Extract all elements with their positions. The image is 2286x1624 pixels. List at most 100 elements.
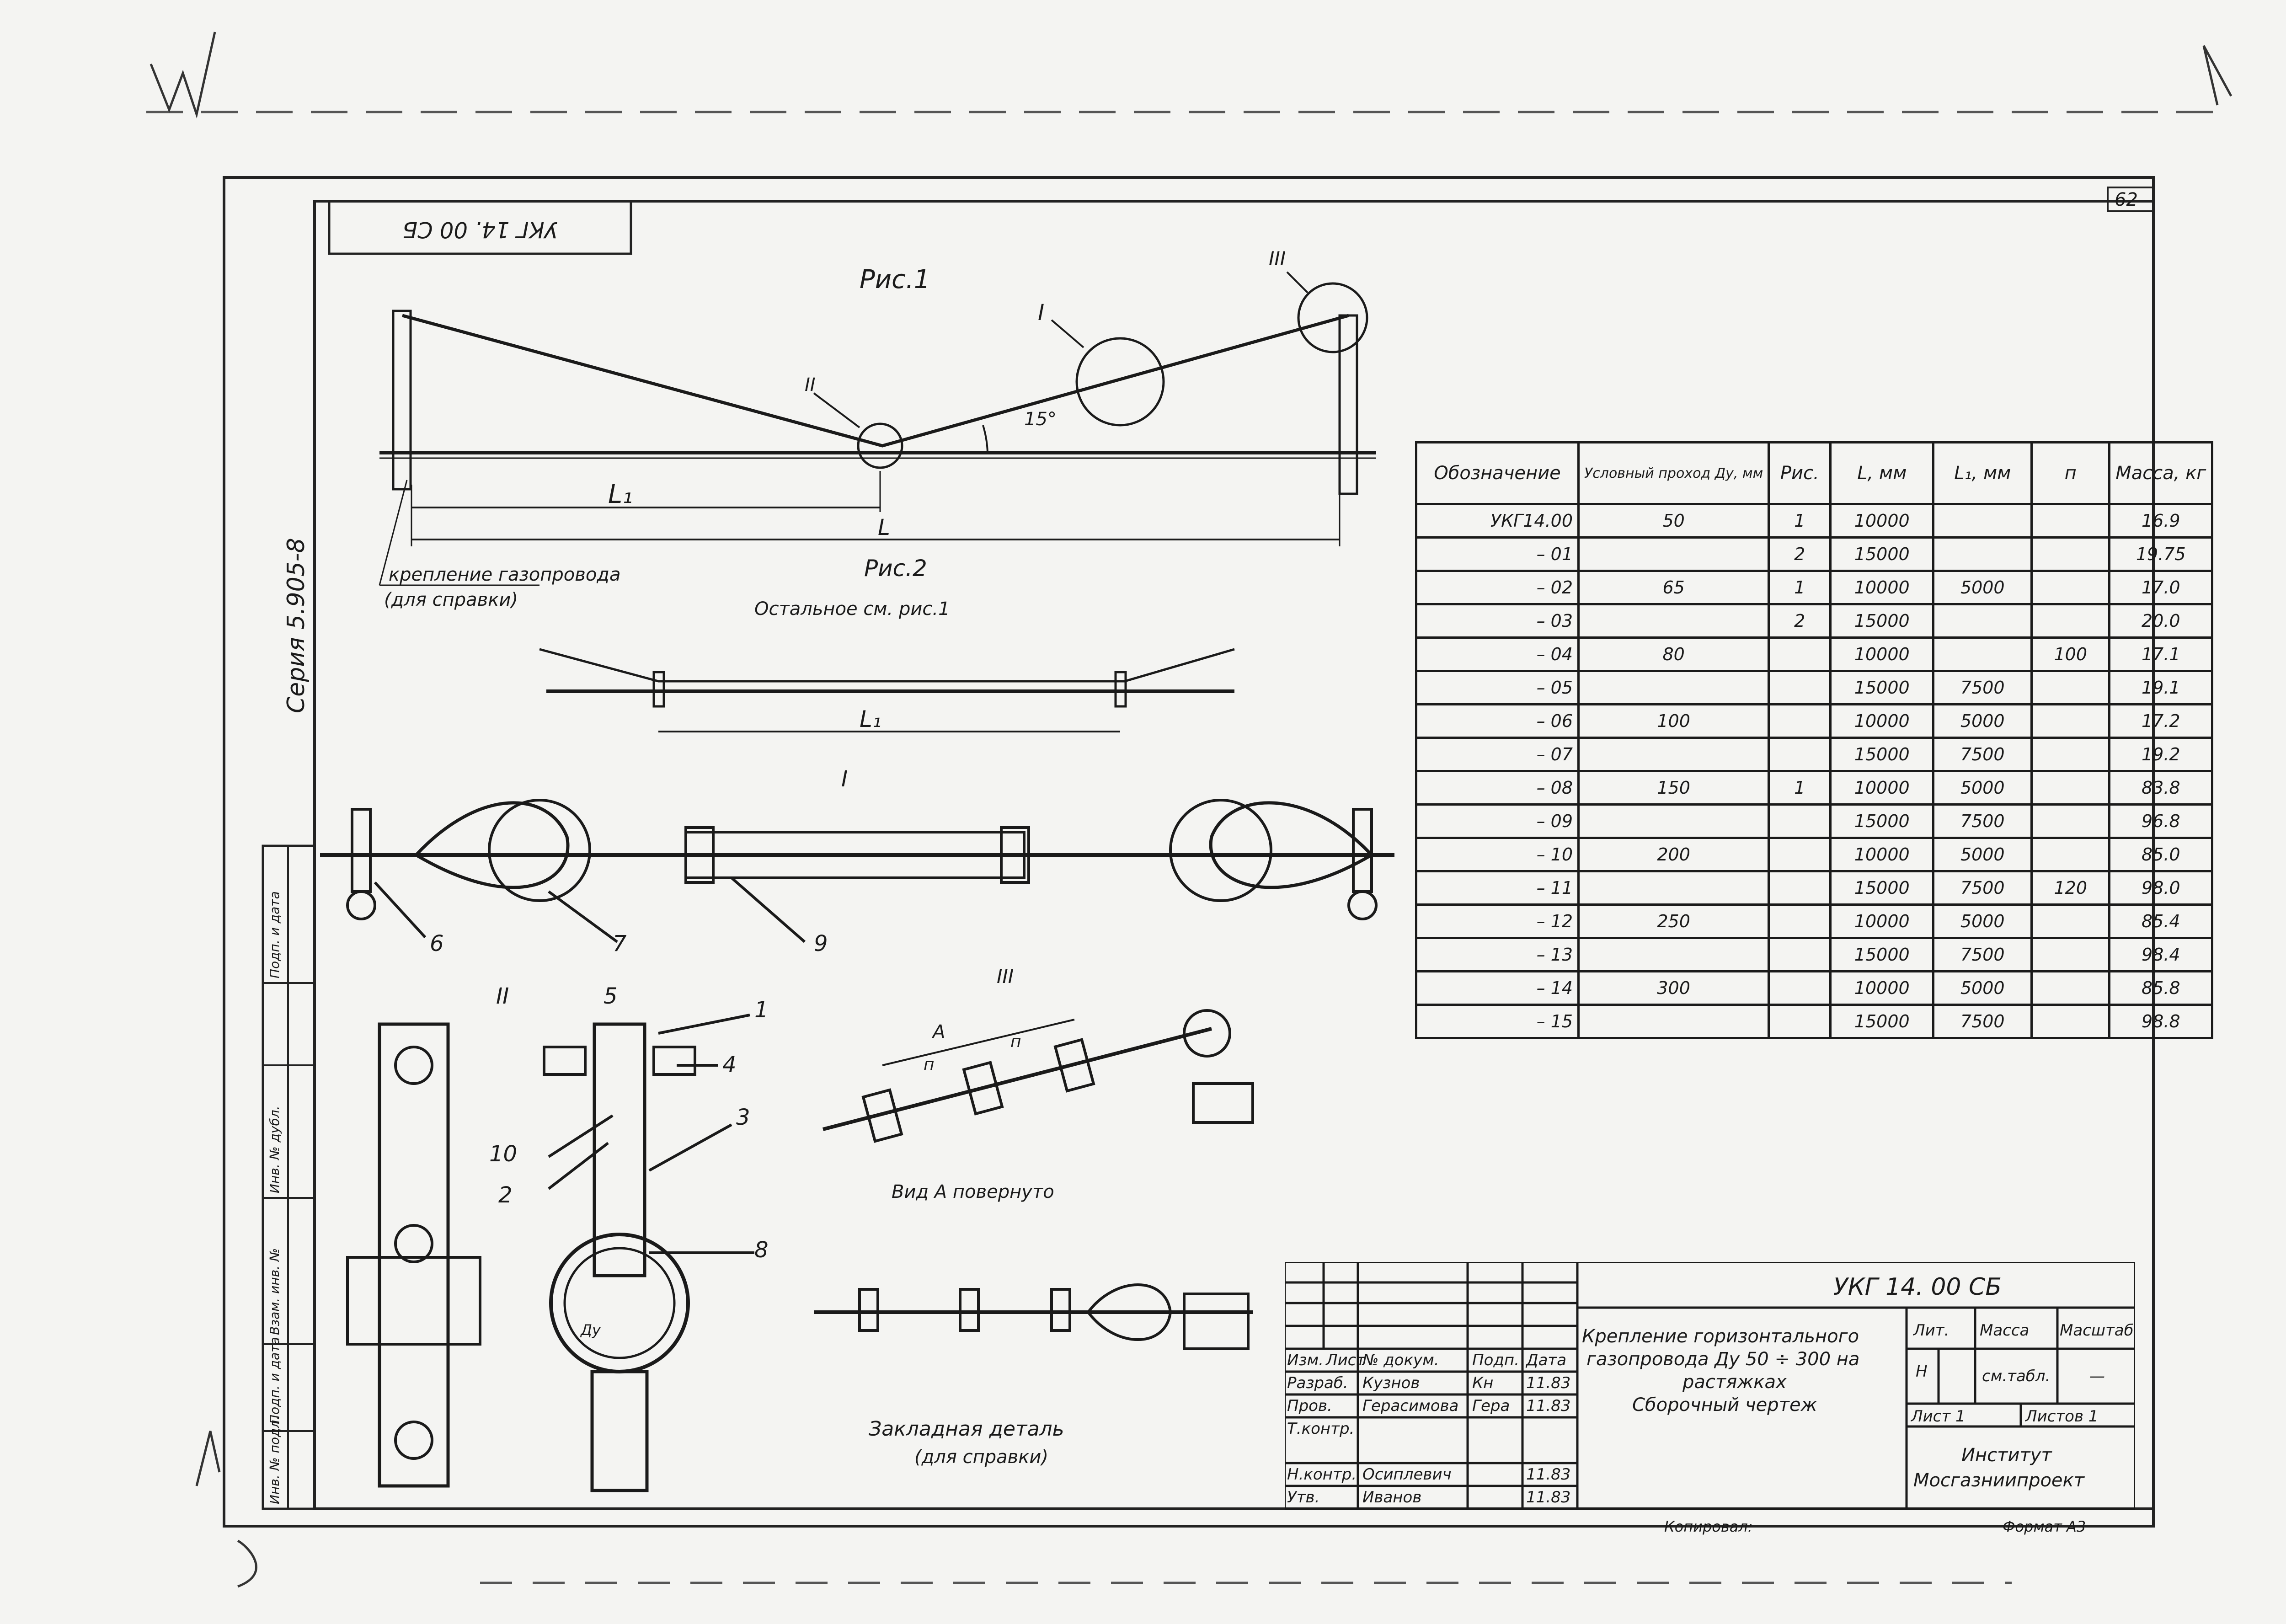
cell-mass: 98.8 xyxy=(2108,1004,2214,1039)
cell-designation: – 11 xyxy=(1415,870,1580,906)
cell-du: 100 xyxy=(1577,703,1770,739)
cell-fig: 1 xyxy=(1768,770,1832,806)
cell-fig xyxy=(1768,1004,1832,1039)
cell-l1: 7500 xyxy=(1932,737,2033,772)
cell-mass: 83.8 xyxy=(2108,770,2214,806)
tb-date-1: 11.83 xyxy=(1526,1374,1571,1392)
series-label: Серия 5.905-8 xyxy=(283,538,310,713)
tb-title-3: растяжках xyxy=(1682,1372,1787,1393)
tb-role-2: Пров. xyxy=(1287,1397,1332,1415)
tb-date-2: 11.83 xyxy=(1526,1397,1571,1415)
cell-designation: – 05 xyxy=(1415,670,1580,705)
cell-n xyxy=(2030,837,2111,872)
spec-table: Обозначение Условный проход Ду, мм Рис. … xyxy=(1415,441,2214,1039)
cell-mass: 96.8 xyxy=(2108,803,2214,839)
view-iii-dim-n1: п xyxy=(924,1055,935,1074)
spec-header-row: Обозначение Условный проход Ду, мм Рис. … xyxy=(1415,441,2214,505)
cell-n xyxy=(2030,903,2111,939)
cell-l1: 5000 xyxy=(1932,770,2033,806)
view-ii-pos4: 4 xyxy=(722,1052,737,1078)
callout-i: I xyxy=(1038,300,1044,326)
cell-designation: – 15 xyxy=(1415,1004,1580,1039)
cell-du xyxy=(1577,603,1770,639)
view-iii-dim-n2: п xyxy=(1010,1032,1021,1051)
cell-mass: 17.1 xyxy=(2108,636,2214,672)
tb-col-doc: № докум. xyxy=(1362,1351,1439,1369)
cell-l: 10000 xyxy=(1829,570,1935,605)
cell-mass: 19.75 xyxy=(2108,536,2214,572)
tb-title-4: Сборочный чертеж xyxy=(1632,1394,1817,1416)
cell-l: 10000 xyxy=(1829,903,1935,939)
header-n: п xyxy=(2030,441,2111,505)
cell-du: 80 xyxy=(1577,636,1770,672)
tb-sheets: Листов 1 xyxy=(2025,1407,2099,1426)
cell-mass: 20.0 xyxy=(2108,603,2214,639)
side-stamp-replace: Взам. инв. № xyxy=(267,1248,282,1335)
cell-fig: 2 xyxy=(1768,536,1832,572)
scan-handwriting xyxy=(150,32,2233,1588)
fig2-drawing: Рис.2 Остальное см. рис.1 L₁ xyxy=(539,555,1235,732)
tb-col-date: Дата xyxy=(1526,1351,1567,1369)
title-block-grid xyxy=(1285,1262,2135,1510)
cell-du xyxy=(1577,870,1770,906)
view-i-pos6: 6 xyxy=(430,931,444,956)
tb-code: УКГ 14. 00 СБ xyxy=(1833,1273,2002,1301)
tb-role-1: Разраб. xyxy=(1287,1374,1348,1392)
side-stamp-sign2: Подп. и дата xyxy=(267,891,282,978)
cell-designation: – 03 xyxy=(1415,603,1580,639)
header-mass: Масса, кг xyxy=(2108,441,2214,505)
cell-du: 150 xyxy=(1577,770,1770,806)
cell-l1: 7500 xyxy=(1932,803,2033,839)
fig2-subtitle: Остальное см. рис.1 xyxy=(754,598,950,620)
cell-du xyxy=(1577,803,1770,839)
cell-du: 200 xyxy=(1577,837,1770,872)
view-ii-pos10: 10 xyxy=(489,1141,517,1167)
cell-n xyxy=(2030,670,2111,705)
tb-role-5: Утв. xyxy=(1287,1488,1320,1506)
callout-iii: III xyxy=(1269,247,1286,270)
tb-lit-label: Лит. xyxy=(1913,1321,1950,1340)
cell-mass: 85.0 xyxy=(2108,837,2214,872)
header-designation: Обозначение xyxy=(1415,441,1580,505)
tb-lit-value: Н xyxy=(1916,1362,1928,1381)
cell-l: 10000 xyxy=(1829,970,1935,1006)
fig1-dim-l: L xyxy=(878,515,890,540)
cell-fig xyxy=(1768,737,1832,772)
cell-du: 300 xyxy=(1577,970,1770,1006)
cell-fig xyxy=(1768,970,1832,1006)
callout-ii: II xyxy=(805,374,816,395)
fig2-dim-l1: L₁ xyxy=(860,706,881,732)
cell-fig xyxy=(1768,636,1832,672)
header-fig: Рис. xyxy=(1768,441,1832,505)
view-iii-title: III xyxy=(997,965,1014,988)
view-i-pos7: 7 xyxy=(613,931,627,956)
cell-du: 250 xyxy=(1577,903,1770,939)
cell-mass: 98.4 xyxy=(2108,937,2214,972)
cell-du xyxy=(1577,536,1770,572)
page-number-box xyxy=(2107,187,2154,212)
cell-designation: – 08 xyxy=(1415,770,1580,806)
fig1-note-line2: (для справки) xyxy=(384,589,518,610)
tb-sign-2: Гера xyxy=(1472,1397,1510,1415)
tb-mass-value: см.табл. xyxy=(1982,1367,2051,1385)
cell-l1: 5000 xyxy=(1932,837,2033,872)
view-ii-pos1: 1 xyxy=(754,997,769,1023)
header-du: Условный проход Ду, мм xyxy=(1577,441,1770,505)
tb-name-1: Кузнов xyxy=(1362,1374,1420,1392)
cell-fig xyxy=(1768,703,1832,739)
cell-n xyxy=(2030,703,2111,739)
cell-n xyxy=(2030,503,2111,539)
tb-col-izm: Изм. xyxy=(1287,1351,1324,1369)
fig1-note-line1: крепление газопровода xyxy=(389,564,620,585)
format-label: Формат А3 xyxy=(2003,1518,2086,1535)
cell-fig: 1 xyxy=(1768,570,1832,605)
view-ii-drawing: II 5 1 4 10 3 2 8 Ду xyxy=(346,983,769,1492)
cell-fig xyxy=(1768,670,1832,705)
